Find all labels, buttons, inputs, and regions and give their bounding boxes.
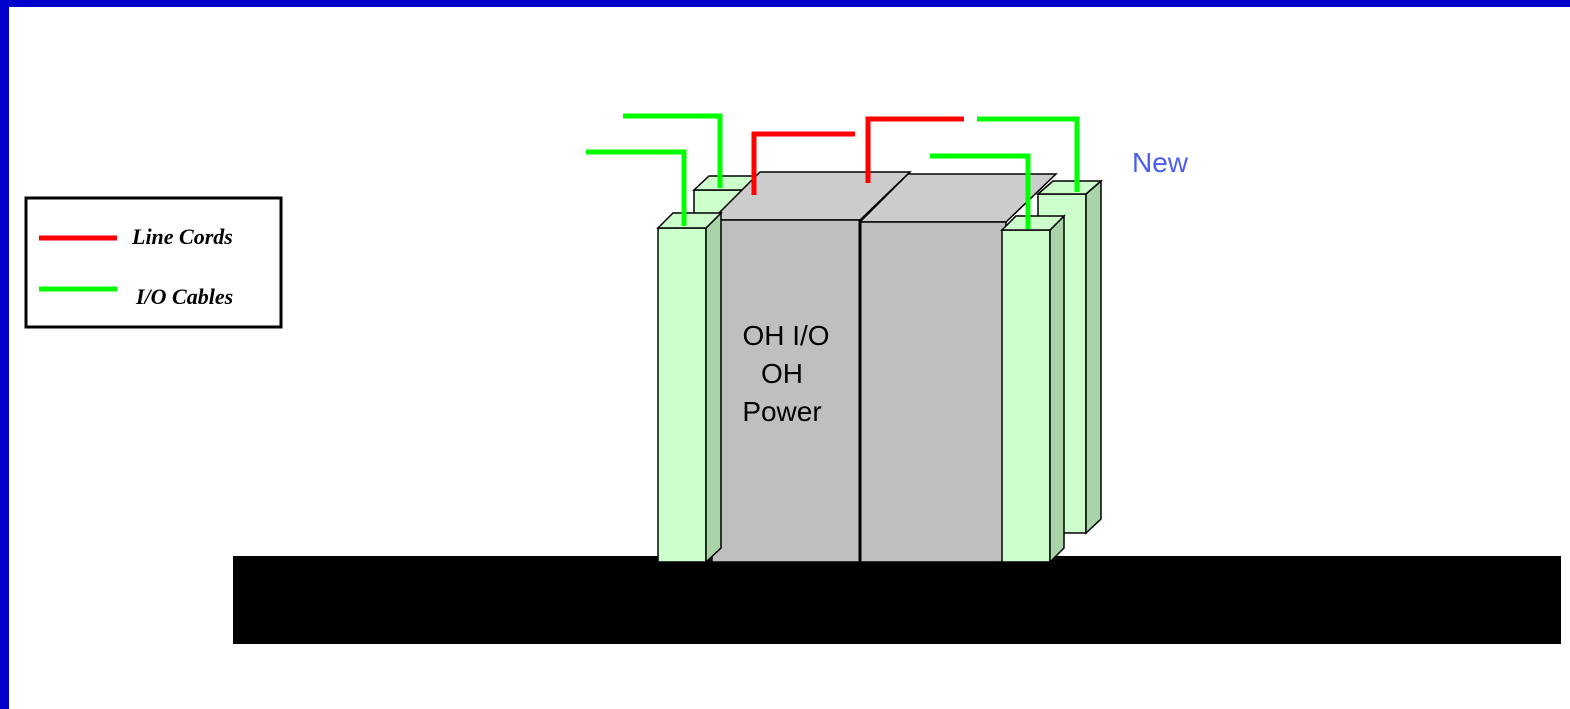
- new-label: New: [1132, 147, 1189, 178]
- rack-left-front: [711, 219, 861, 563]
- rack-right-front: [859, 221, 1007, 563]
- io-cable-right-outer: [977, 116, 1080, 192]
- legend-label-io-cables: I/O Cables: [135, 284, 233, 309]
- legend: Line Cords I/O Cables: [24, 196, 283, 329]
- io-panel-front-left: [656, 211, 723, 564]
- cabinet-label-line3: Power: [742, 396, 821, 427]
- floor-slab: [233, 556, 1561, 644]
- cabinet-label-line2: OH: [761, 358, 803, 389]
- line-cord-right: [865, 116, 964, 183]
- cabinet-label-line1: OH I/O: [742, 320, 829, 351]
- legend-box: [24, 196, 283, 329]
- io-cable-left-outer: [586, 149, 687, 226]
- io-cable-left-inner: [623, 113, 723, 188]
- io-cable-right-inner: [930, 153, 1031, 229]
- io-panel-front-right: [1000, 214, 1066, 564]
- line-cord-left: [751, 131, 855, 195]
- legend-label-line-cords: Line Cords: [131, 224, 233, 249]
